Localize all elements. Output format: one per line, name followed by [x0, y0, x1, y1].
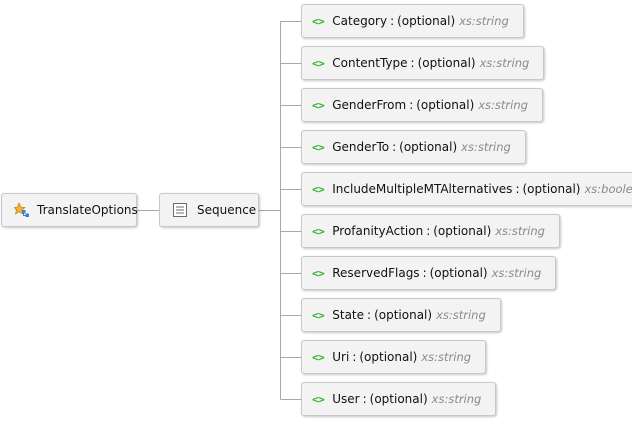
element-occurrence: (optional) [417, 56, 476, 70]
element-occurrence: (optional) [416, 98, 475, 112]
element-node[interactable]: <> User : (optional) xs:string [301, 382, 497, 416]
sequence-node[interactable]: Sequence [159, 193, 259, 227]
element-separator: : [392, 140, 397, 154]
element-name: State [332, 308, 365, 322]
element-separator: : [352, 350, 357, 364]
element-type: xs:string [491, 266, 542, 280]
element-separator: : [426, 224, 431, 238]
element-type: xs:string [421, 350, 472, 364]
element-type: xs:string [461, 140, 511, 154]
element-occurrence: (optional) [522, 182, 581, 196]
element-icon: <> [312, 14, 325, 28]
element-name: Uri [332, 350, 350, 364]
element-occurrence: (optional) [374, 308, 433, 322]
element-separator: : [422, 266, 427, 280]
element-occurrence: (optional) [359, 350, 418, 364]
element-icon: <> [312, 224, 325, 238]
element-occurrence: (optional) [429, 266, 488, 280]
element-type: xs:boolean [584, 182, 632, 196]
element-type: xs:string [478, 98, 528, 112]
element-icon: <> [312, 56, 325, 70]
element-type: xs:string [479, 56, 530, 70]
element-separator: : [367, 308, 372, 322]
element-type: xs:string [431, 392, 482, 406]
element-name: GenderFrom [332, 98, 407, 112]
element-list: <> Category : (optional) xs:string <> Co… [301, 4, 632, 424]
element-name: Category [332, 14, 388, 28]
element-node[interactable]: <> GenderTo : (optional) xs:string [301, 130, 526, 164]
element-name: ProfanityAction [332, 224, 424, 238]
element-node[interactable]: <> Uri : (optional) xs:string [301, 340, 487, 374]
element-node[interactable]: <> IncludeMultipleMTAlternatives : (opti… [301, 172, 632, 206]
element-node[interactable]: <> ContentType : (optional) xs:string [301, 46, 545, 80]
root-complex-type-node[interactable]: TranslateOptions [1, 193, 138, 227]
sequence-node-label: Sequence [197, 203, 257, 217]
element-separator: : [409, 98, 414, 112]
element-node[interactable]: <> Category : (optional) xs:string [301, 4, 524, 38]
element-type: xs:string [495, 224, 545, 238]
root-node-label: TranslateOptions [37, 203, 138, 217]
element-icon: <> [312, 392, 325, 406]
element-name: GenderTo [332, 140, 390, 154]
element-separator: : [515, 182, 520, 196]
element-occurrence: (optional) [369, 392, 428, 406]
element-icon: <> [312, 266, 325, 280]
element-occurrence: (optional) [433, 224, 492, 238]
element-name: IncludeMultipleMTAlternatives [332, 182, 513, 196]
element-name: User [332, 392, 360, 406]
element-occurrence: (optional) [397, 14, 456, 28]
element-name: ReservedFlags [332, 266, 420, 280]
element-node[interactable]: <> GenderFrom : (optional) xs:string [301, 88, 543, 122]
element-occurrence: (optional) [399, 140, 458, 154]
element-separator: : [410, 56, 415, 70]
element-separator: : [362, 392, 367, 406]
element-type: xs:string [436, 308, 486, 322]
element-icon: <> [312, 350, 325, 364]
element-node[interactable]: <> State : (optional) xs:string [301, 298, 501, 332]
element-separator: : [390, 14, 395, 28]
sequence-icon [173, 203, 187, 217]
complex-type-icon [14, 202, 29, 217]
element-node[interactable]: <> ReservedFlags : (optional) xs:string [301, 256, 557, 290]
element-node[interactable]: <> ProfanityAction : (optional) xs:strin… [301, 214, 560, 248]
element-icon: <> [312, 140, 325, 154]
element-icon: <> [312, 308, 325, 322]
element-icon: <> [312, 98, 325, 112]
element-type: xs:string [459, 14, 509, 28]
element-icon: <> [312, 182, 325, 196]
element-name: ContentType [332, 56, 408, 70]
